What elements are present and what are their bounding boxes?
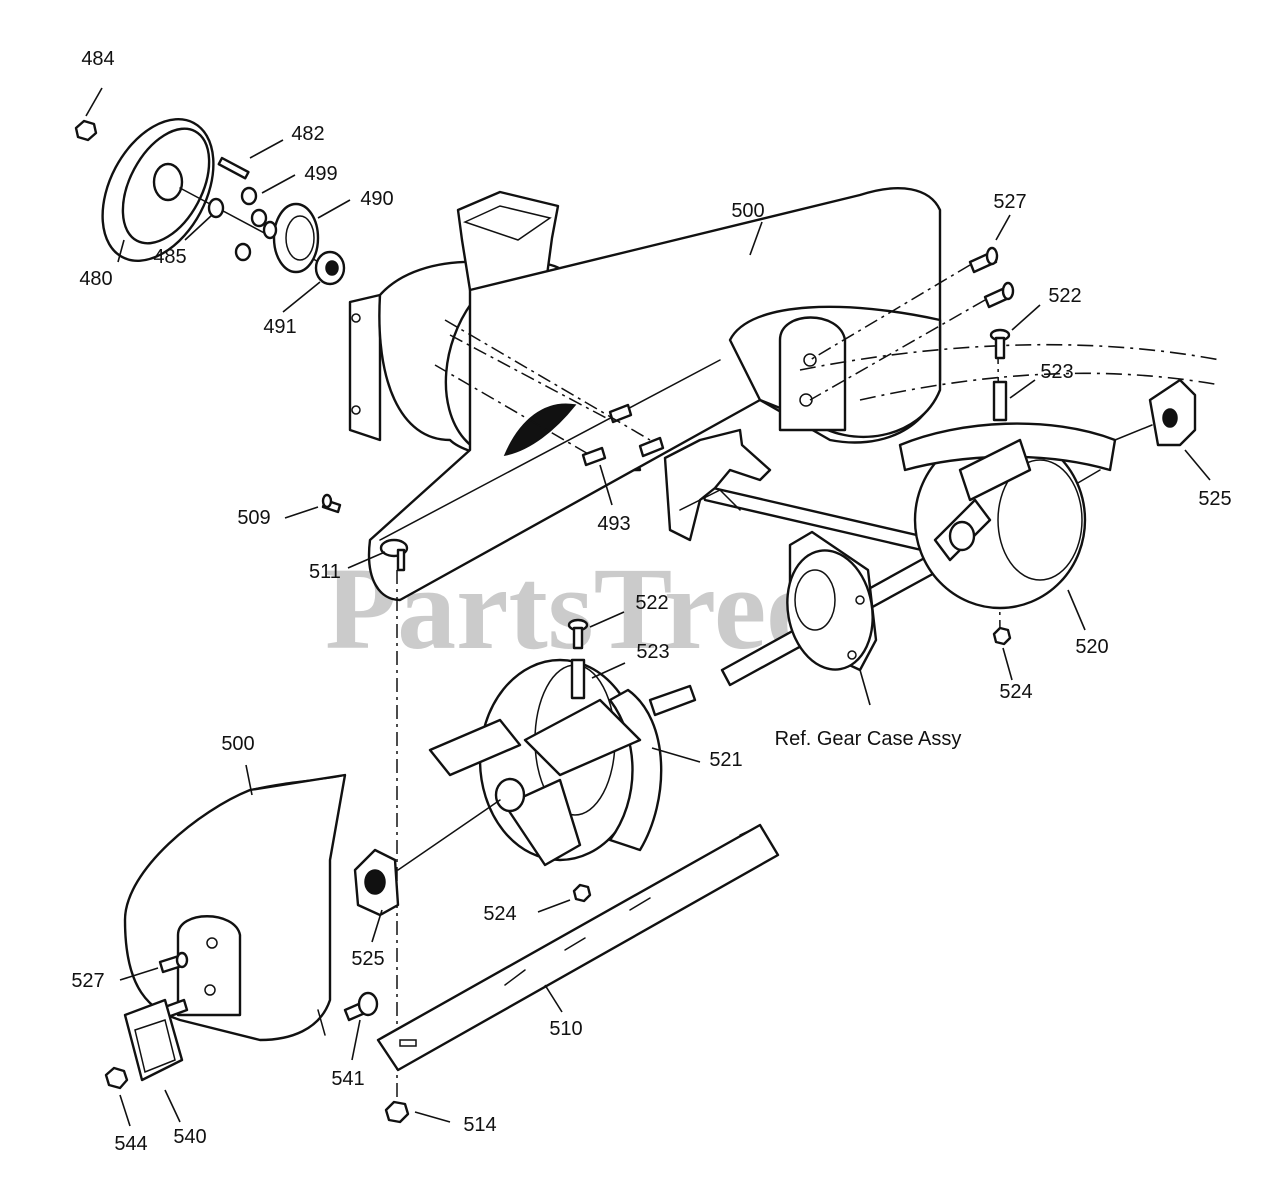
- callout-525-top: 525: [1198, 488, 1231, 510]
- callout-491: 491: [263, 316, 296, 338]
- washer-485[interactable]: [207, 197, 225, 219]
- skid-540[interactable]: [123, 998, 184, 1082]
- auger-520[interactable]: [898, 422, 1117, 610]
- carriage-bolt-511[interactable]: [379, 538, 409, 572]
- bearing-525-top[interactable]: [1114, 378, 1197, 447]
- callout-540: 540: [173, 1126, 206, 1148]
- bolt-527b[interactable]: [983, 281, 1015, 309]
- bolts-493[interactable]: [581, 403, 665, 467]
- bearing-491[interactable]: [314, 250, 346, 286]
- callout-520: 520: [1075, 636, 1108, 658]
- callout-510: 510: [549, 1018, 582, 1040]
- callout-541: 541: [331, 1068, 364, 1090]
- callout-485: 485: [153, 246, 186, 268]
- spacer-523-top[interactable]: [992, 380, 1008, 422]
- reference-label: Ref. Gear Case Assy: [775, 728, 962, 750]
- callout-522-mid: 522: [635, 592, 668, 614]
- callout-523-top: 523: [1040, 361, 1073, 383]
- impeller[interactable]: [663, 428, 772, 542]
- nut-544[interactable]: [104, 1066, 129, 1090]
- pulley-480[interactable]: [80, 100, 331, 279]
- nut-524-top[interactable]: [992, 626, 1012, 646]
- auger-521[interactable]: [428, 658, 697, 867]
- callout-524-mid: 524: [483, 903, 516, 925]
- callout-509: 509: [237, 507, 270, 529]
- callout-493: 493: [597, 513, 630, 535]
- nut-524-mid[interactable]: [572, 883, 592, 903]
- bolt-527-bottom[interactable]: [158, 951, 189, 974]
- screw-509[interactable]: [321, 493, 342, 514]
- callout-500-bottom: 500: [221, 733, 254, 755]
- callout-490: 490: [360, 188, 393, 210]
- callout-523-mid: 523: [636, 641, 669, 663]
- callout-522-top: 522: [1048, 285, 1081, 307]
- housing-side-500[interactable]: [123, 773, 347, 1042]
- bolt-527-top[interactable]: [968, 246, 999, 274]
- bearing-525-bottom[interactable]: [353, 799, 501, 917]
- callout-511: 511: [309, 561, 341, 583]
- gear-case-assy[interactable]: [778, 530, 882, 676]
- key-482[interactable]: [217, 156, 250, 180]
- callout-500-top: 500: [731, 200, 764, 222]
- callout-527-top: 527: [993, 191, 1026, 213]
- callout-521: 521: [709, 749, 742, 771]
- callout-525-bottom: 525: [351, 948, 384, 970]
- shave-plate-510[interactable]: [376, 823, 780, 1072]
- bolt-522-mid[interactable]: [567, 618, 589, 650]
- nut-514[interactable]: [384, 1100, 410, 1124]
- callout-499: 499: [304, 163, 337, 185]
- nuts-499[interactable]: [234, 186, 268, 262]
- bearing-flange-490[interactable]: [262, 202, 320, 274]
- spacer-523-mid[interactable]: [570, 658, 586, 700]
- callout-527-bottom: 527: [71, 970, 104, 992]
- callout-524-top: 524: [999, 681, 1032, 703]
- nut-484[interactable]: [74, 119, 98, 142]
- carriage-bolt-541[interactable]: [343, 991, 379, 1022]
- callout-480: 480: [79, 268, 112, 290]
- callout-514: 514: [463, 1114, 496, 1136]
- callout-484: 484: [81, 48, 114, 70]
- bolt-522-top[interactable]: [989, 328, 1011, 360]
- auger-housing-500[interactable]: [348, 187, 942, 602]
- callout-544: 544: [114, 1133, 147, 1155]
- callout-482: 482: [291, 123, 324, 145]
